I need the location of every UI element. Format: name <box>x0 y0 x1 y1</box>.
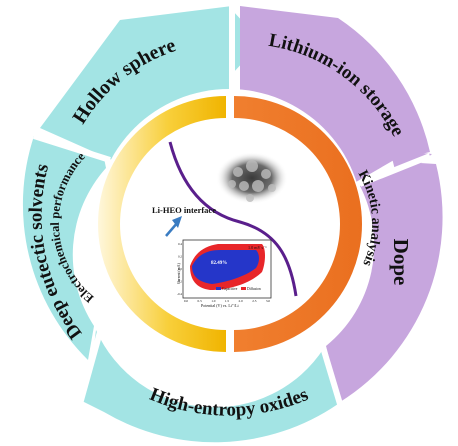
y-ticks: 0.4 0.2 0.0 -0.2 -0.4 <box>177 242 182 296</box>
plot-percent: 82.49% <box>211 261 227 266</box>
sector-high-entropy <box>80 330 338 443</box>
y-tick-label: 0.0 <box>178 267 182 271</box>
x-tick-label: 2.0 <box>239 299 244 303</box>
sector-deep-eutectic <box>22 136 106 360</box>
x-ticks: 0.0 0.5 1.0 1.5 2.0 2.5 3.0 <box>184 299 271 303</box>
gap-2 <box>358 153 432 187</box>
y-tick-label: -0.2 <box>177 280 182 284</box>
x-tick-label: 3.0 <box>266 299 271 303</box>
sector-dope <box>326 162 443 402</box>
legend-diffusion: Diffusion <box>247 287 261 291</box>
sem-pores <box>228 160 276 202</box>
arrow-head-hea <box>80 348 122 404</box>
legend-capacitive-swatch <box>216 287 221 290</box>
sector-lithium-ion <box>240 6 430 182</box>
x-axis-label: Potential (V) vs. Li⁺/Li <box>201 303 240 308</box>
plot-capacitive-region <box>192 250 259 284</box>
inset-plot: 82.49% 1.0 mV s⁻¹ Capacitive Diffusion C… <box>177 239 272 308</box>
x-tick-label: 1.0 <box>211 299 216 303</box>
y-tick-label: 0.4 <box>178 242 182 246</box>
plot-rate: 1.0 mV s⁻¹ <box>248 245 267 250</box>
x-tick-label: 1.5 <box>225 299 230 303</box>
label-dope: Dope <box>389 239 413 286</box>
y-tick-label: 0.2 <box>178 255 182 259</box>
sector-hollow-sphere <box>40 6 262 160</box>
legend-capacitive: Capacitive <box>222 287 238 291</box>
gap-3 <box>319 343 343 405</box>
x-tick-label: 0.0 <box>184 299 189 303</box>
inner-left-half <box>98 96 226 352</box>
x-tick-label: 0.5 <box>198 299 203 303</box>
y-tick-label: -0.4 <box>177 292 182 296</box>
interface-label: Li-HEO interface <box>152 205 216 215</box>
interface-arrow-head <box>172 216 182 228</box>
x-tick-label: 2.5 <box>252 299 257 303</box>
gap-5 <box>33 133 111 163</box>
legend-diffusion-swatch <box>241 287 246 290</box>
interface-curve <box>168 141 298 297</box>
y-axis-label: Current (mA) <box>177 262 181 284</box>
gap-4 <box>77 331 103 405</box>
inner-right-half <box>234 96 362 352</box>
